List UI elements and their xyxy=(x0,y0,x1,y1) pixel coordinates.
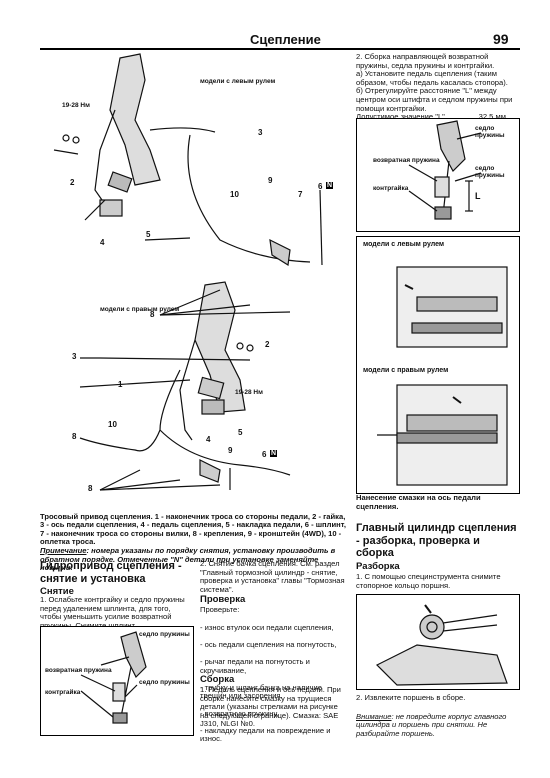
callout-10-top: 10 xyxy=(230,190,239,199)
note-label: Внимание xyxy=(356,711,392,721)
spring-assembly-text: 2. Сборка направляющей возвратной пружин… xyxy=(356,52,513,122)
page-number: 99 xyxy=(493,31,509,47)
master-cylinder-figure xyxy=(356,594,520,690)
check-item: - износ втулок оси педали сцепления, xyxy=(200,622,334,632)
callout-8-bottom-left: 8 xyxy=(72,432,77,441)
callout-3-bottom: 3 xyxy=(72,352,77,361)
callout-9-top: 9 xyxy=(268,176,273,185)
caption-note-label: Примечание xyxy=(40,545,87,555)
note-text: : не повредите корпус главного цилиндра … xyxy=(356,711,507,738)
master-cylinder-title: Главный цилиндр сцепления - разборка, пр… xyxy=(356,522,517,559)
spring-drawing-right xyxy=(408,120,482,220)
removal-subtitle: Снятие xyxy=(40,586,74,597)
fig-right-label-l: L xyxy=(475,191,481,201)
figure-caption: Тросовый привод сцепления. 1 - наконечни… xyxy=(40,504,346,573)
fig-left-label-seat-2: седло пружины xyxy=(139,679,190,686)
spring-drawing-left xyxy=(80,631,147,724)
spring-figure-right: седло пружины возвратная пружина седло п… xyxy=(356,118,520,232)
callout-6-top: 6 xyxy=(318,182,323,191)
callout-2-top: 2 xyxy=(70,178,75,187)
callout-2-bottom: 2 xyxy=(265,340,270,349)
assembly-text: 1. Педаль сцепления и ось педали. При сб… xyxy=(200,685,341,729)
grease-caption: Нанесение смазки на ось педали сцепления… xyxy=(356,493,481,511)
check-title: Проверка xyxy=(200,594,246,605)
grease-label-right: модели с правым рулем xyxy=(363,367,449,374)
fig-left-label-seat-1: седло пружины xyxy=(139,631,190,638)
callout-5-top: 5 xyxy=(146,230,151,239)
callout-5-bottom: 5 xyxy=(238,428,243,437)
fig-right-label-seat-1: седло пружины xyxy=(475,125,505,139)
check-list: - износ втулок оси педали сцепления, - о… xyxy=(200,615,348,753)
master-cylinder-drawing xyxy=(375,604,508,686)
check-item: - накладку педали на повреждение и износ… xyxy=(200,725,331,744)
torque-top: 19-28 Нм xyxy=(62,102,90,109)
grease-drawing xyxy=(377,266,508,486)
torque-bottom: 19-28 Нм xyxy=(235,389,263,396)
disassembly-step-1: 1. С помощью специнструмента снимите сто… xyxy=(356,572,501,590)
caption-text: Тросовый привод сцепления. 1 - наконечни… xyxy=(40,511,346,547)
callout-4-bottom: 4 xyxy=(206,435,211,444)
main-figure: модели с левым рулем 19-28 Нм модели с п… xyxy=(40,50,346,502)
fig-right-label-locknut: контргайка xyxy=(373,185,409,192)
new-part-badge-top: N xyxy=(326,182,334,189)
grease-label-left: модели с левым рулем xyxy=(363,241,445,248)
check-item: - возвратную пружину, xyxy=(200,708,279,718)
callout-4-top: 4 xyxy=(100,238,105,247)
hydraulic-section-title: Гидропривод сцепления - снятие и установ… xyxy=(40,560,182,585)
fig-left-label-spring: возвратная пружина xyxy=(45,667,112,674)
check-item: - трубку и шланг бачка на наличие трещин… xyxy=(200,682,323,701)
page-title: Сцепление xyxy=(250,32,321,47)
removal-step-2: 2. Снятие бачка сцепления. См. раздел "Г… xyxy=(200,559,345,594)
removal-step-1: 1. Ослабьте контргайку и седло пружины п… xyxy=(40,595,185,629)
callout-1-bottom: 1 xyxy=(118,380,123,389)
spring-figure-left: седло пружины возвратная пружина седло п… xyxy=(40,626,194,736)
fig-right-label-seat-2: седло пружины xyxy=(475,165,505,179)
check-intro: Проверьте: xyxy=(200,605,240,614)
disassembly-step-2: 2. Извлеките поршень в сборе. xyxy=(356,693,466,702)
callout-3-top: 3 xyxy=(258,128,263,137)
callout-6-bottom: 6 xyxy=(262,450,267,459)
callout-8-top: 8 xyxy=(150,310,155,319)
disassembly-note: Внимание: не повредите корпус главного ц… xyxy=(356,704,518,738)
grease-figure: модели с левым рулем модели с правым рул… xyxy=(356,236,520,494)
label-left-wheel: модели с левым рулем xyxy=(200,78,276,85)
caption-note-text: : номера указаны по порядку снятия, уста… xyxy=(40,545,336,573)
assembly-title: Сборка xyxy=(200,674,235,685)
header-rule xyxy=(40,48,520,50)
callout-8-bottom: 8 xyxy=(88,484,93,493)
callout-7-top: 7 xyxy=(298,190,303,199)
label-right-wheel: модели с правым рулем xyxy=(100,306,180,313)
check-item: - рычаг педали на погнутость и скручиван… xyxy=(200,656,310,675)
clutch-cable-drawing xyxy=(53,53,323,491)
check-item: - ось педали сцепления на погнутость, xyxy=(200,639,337,649)
callout-9-bottom: 9 xyxy=(228,446,233,455)
fig-left-label-locknut: контргайка xyxy=(45,689,81,696)
new-part-badge-bottom: N xyxy=(270,450,278,457)
disassembly-subtitle: Разборка xyxy=(356,561,400,572)
fig-right-label-spring: возвратная пружина xyxy=(373,157,440,164)
callout-10-bottom: 10 xyxy=(108,420,117,429)
